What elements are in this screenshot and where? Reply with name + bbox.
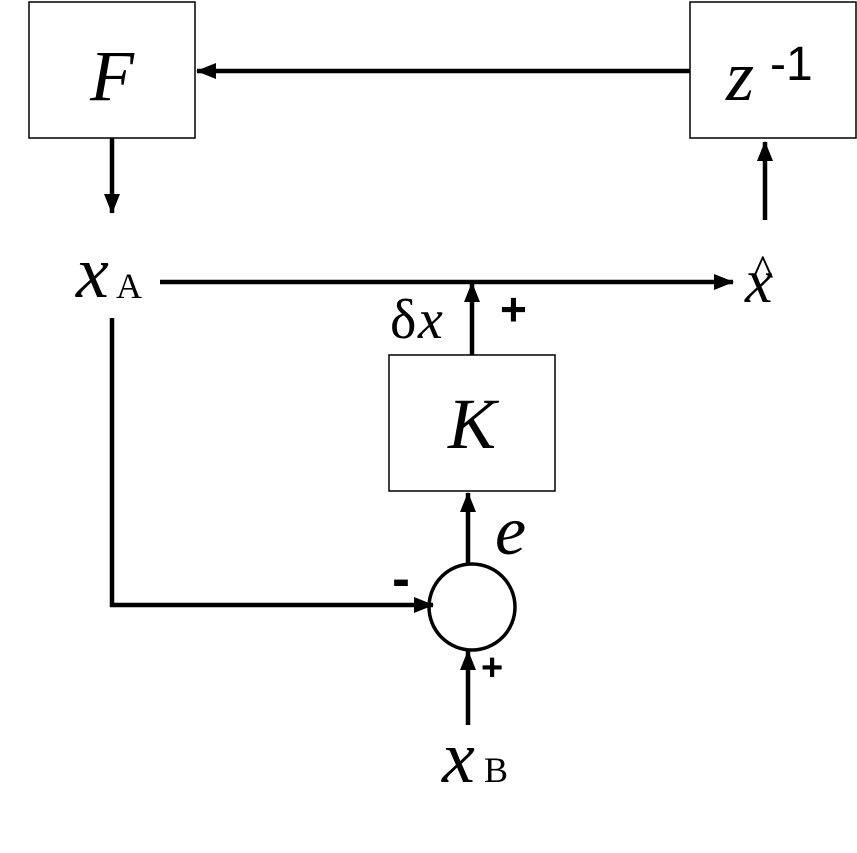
sign-sum-plus: + bbox=[481, 647, 503, 689]
block-f bbox=[28, 1, 196, 139]
signal-e: e bbox=[495, 493, 526, 570]
block-z-inverse bbox=[689, 1, 857, 139]
summing-junction bbox=[427, 562, 517, 652]
signal-xb-symbol: x bbox=[441, 717, 475, 799]
signal-xa-symbol: x bbox=[75, 232, 109, 314]
signal-dx-symbol: x bbox=[417, 289, 443, 351]
block-f-label: F bbox=[89, 36, 135, 116]
signal-xhat-hat: ^ bbox=[752, 245, 774, 296]
block-k-label: K bbox=[447, 384, 500, 464]
signal-xb-subscript: B bbox=[484, 750, 508, 790]
signal-xhat-symbol: x bbox=[744, 248, 773, 316]
signal-dx-delta: δ bbox=[390, 289, 416, 351]
signal-xa-subscript: A bbox=[116, 266, 142, 306]
block-z-exponent: -1 bbox=[770, 38, 813, 91]
arrow-xa-to-sum bbox=[109, 318, 434, 613]
sign-dx-plus: + bbox=[500, 283, 527, 335]
block-z-label: z bbox=[725, 36, 754, 116]
sign-sum-minus: - bbox=[392, 549, 410, 609]
